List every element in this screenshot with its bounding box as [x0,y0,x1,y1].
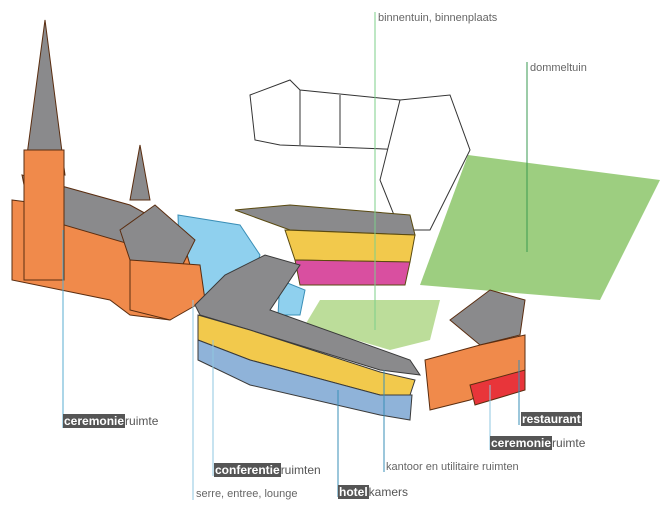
label-rest: ruimte [552,436,586,450]
restaurant-building [424,289,526,411]
label-bold: ceremonie [63,414,126,428]
label-restaurant: restaurant [521,412,582,426]
label-rest: ruimte [125,414,159,428]
label-rest: ruimten [280,463,321,477]
label-hotelkamers: hotelkamers [338,485,408,499]
label-rest: kamers [368,485,409,499]
hotel-front-wing [194,254,422,421]
outline-buildings [249,79,471,231]
label-bold: hotel [338,485,369,499]
binnentuin-lawn [305,300,440,350]
label-bold: conferentie [214,463,281,477]
hotel-back-wing [234,204,416,286]
label-serre: serre, entree, lounge [196,488,298,500]
label-bold: restaurant [521,412,582,426]
label-ceremonieruimte-right: ceremonieruimte [490,436,585,450]
church [11,19,206,321]
label-conferentieruimten: conferentieruimten [214,463,321,477]
dommeltuin-lawn [420,155,660,300]
leader-lines [62,12,528,500]
label-binnentuin: binnentuin, binnenplaats [378,12,498,24]
label-kantoor: kantoor en utilitaire ruimten [386,461,519,473]
label-ceremonieruimte-left: ceremonieruimte [63,414,158,428]
label-dommeltuin: dommeltuin [530,62,587,74]
label-bold: ceremonie [490,436,553,450]
